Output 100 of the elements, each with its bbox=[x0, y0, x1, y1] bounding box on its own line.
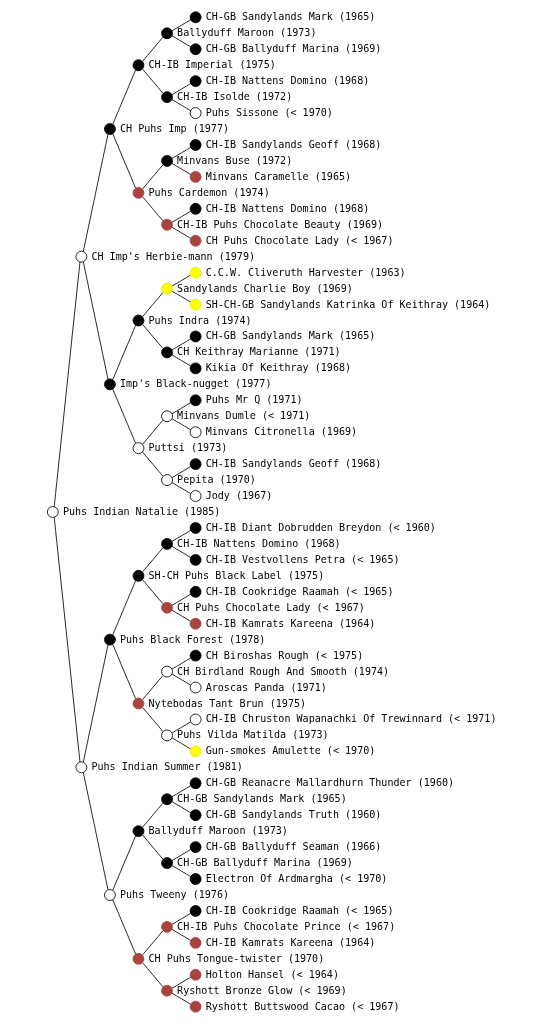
connector bbox=[82, 772, 109, 891]
node-label: Ryshott Buttswood Cacao (< 1967) bbox=[205, 1000, 400, 1012]
node-label: Pepita (1970) bbox=[177, 474, 256, 486]
node-label: Gun-smokes Amulette (< 1970) bbox=[205, 745, 376, 757]
node-label: Minvans Citronella (1969) bbox=[205, 426, 358, 438]
node-circle bbox=[132, 59, 145, 72]
connector bbox=[171, 226, 192, 239]
connector bbox=[171, 354, 192, 367]
connector bbox=[112, 580, 137, 636]
node-circle bbox=[104, 633, 116, 646]
node-label: Puhs Mr Q (1971) bbox=[205, 394, 303, 406]
node-label: CH Keithray Marianne (1971) bbox=[177, 346, 341, 358]
node-label: Minvans Buse (1972) bbox=[177, 154, 293, 166]
node-circle bbox=[189, 905, 202, 917]
connector bbox=[142, 707, 164, 732]
node-circle bbox=[161, 601, 173, 614]
connector bbox=[112, 835, 137, 891]
connector bbox=[171, 210, 192, 223]
node-label: Sandylands Charlie Boy (1969) bbox=[177, 282, 353, 294]
node-label: CH Puhs Chocolate Lady (< 1967) bbox=[177, 601, 365, 613]
node-circle bbox=[161, 155, 173, 167]
node-circle bbox=[161, 921, 173, 933]
node-label: CH-GB Sandylands Mark (1965) bbox=[205, 11, 376, 23]
connector bbox=[171, 849, 192, 861]
connector bbox=[142, 36, 164, 62]
connector bbox=[53, 261, 81, 508]
node-circle bbox=[189, 394, 202, 407]
node-circle bbox=[132, 697, 145, 710]
node-circle bbox=[189, 266, 202, 279]
node-label: Imp's Black-nugget (1977) bbox=[120, 378, 272, 390]
connector bbox=[171, 35, 192, 48]
node-circle bbox=[189, 1000, 202, 1013]
node-circle bbox=[161, 218, 173, 231]
connector bbox=[112, 69, 137, 125]
node-circle bbox=[132, 187, 145, 199]
connector bbox=[171, 912, 192, 925]
node-label: CH Biroshas Rough (< 1975) bbox=[205, 649, 364, 661]
node-circle bbox=[189, 362, 202, 375]
node-label: Puhs Indian Natalie (1985) bbox=[62, 506, 221, 518]
node-circle bbox=[189, 490, 202, 502]
node-label: Ballyduff Maroon (1973) bbox=[177, 27, 317, 39]
node-circle bbox=[189, 43, 202, 56]
connector bbox=[171, 83, 192, 96]
node-circle bbox=[75, 761, 88, 774]
node-circle bbox=[189, 585, 202, 598]
connector bbox=[171, 529, 192, 542]
node-label: CH Puhs Tongue-twister (1970) bbox=[148, 952, 325, 964]
connector bbox=[53, 516, 81, 763]
connector bbox=[112, 644, 137, 700]
node-label: Puhs Indian Summer (1981) bbox=[91, 761, 243, 773]
node-circle bbox=[189, 234, 202, 247]
node-circle bbox=[46, 506, 59, 518]
node-label: CH Puhs Imp (1977) bbox=[120, 123, 230, 135]
connector bbox=[171, 673, 192, 686]
node-label: Electron Of Ardmargha (< 1970) bbox=[205, 873, 388, 885]
node-circle bbox=[161, 665, 173, 678]
node-label: CH-GB Sandylands Mark (1965) bbox=[177, 793, 347, 805]
connector bbox=[171, 657, 192, 670]
connector bbox=[112, 324, 137, 380]
node-circle bbox=[189, 75, 202, 88]
node-label: CH Puhs Chocolate Lady (< 1967) bbox=[205, 234, 394, 246]
node-circle bbox=[189, 202, 202, 215]
node-circle bbox=[189, 809, 202, 822]
node-label: CH-IB Nattens Domino (1968) bbox=[177, 537, 341, 549]
node-label: Holton Hansel (< 1964) bbox=[205, 968, 339, 980]
node-label: CH-IB Diant Dobrudden Breydon (< 1960) bbox=[205, 521, 436, 533]
node-circle bbox=[189, 554, 202, 566]
connector bbox=[112, 388, 137, 444]
connector bbox=[142, 547, 164, 573]
node-circle bbox=[161, 282, 173, 295]
node-label: Aroscas Panda (1971) bbox=[205, 681, 327, 693]
node-label: Puhs Sissone (< 1970) bbox=[205, 107, 333, 119]
connector bbox=[171, 19, 192, 32]
node-label: CH-IB Cookridge Raamah (< 1965) bbox=[205, 585, 394, 597]
node-label: CH-GB Ballyduff Marina (1969) bbox=[205, 43, 382, 55]
node-circle bbox=[104, 378, 116, 391]
connector bbox=[171, 147, 192, 159]
node-circle bbox=[189, 298, 202, 311]
node-circle bbox=[189, 777, 202, 790]
connector bbox=[112, 133, 137, 189]
node-label: CH-IB Isolde (1972) bbox=[177, 91, 293, 103]
node-circle bbox=[132, 952, 145, 965]
node-label: CH-IB Nattens Domino (1968) bbox=[205, 75, 370, 87]
node-label: Puhs Black Forest (1978) bbox=[120, 633, 266, 645]
connector bbox=[142, 324, 164, 349]
connector bbox=[142, 419, 164, 445]
node-circle bbox=[161, 793, 173, 806]
connector bbox=[82, 261, 109, 380]
connector bbox=[171, 546, 192, 558]
node-label: SH-CH Puhs Black Label (1975) bbox=[148, 569, 325, 581]
node-circle bbox=[161, 474, 173, 486]
node-label: Puhs Vilda Matilda (1973) bbox=[177, 729, 329, 741]
node-label: CH-IB Vestvollens Petra (< 1965) bbox=[205, 553, 400, 565]
connector bbox=[142, 196, 164, 222]
node-label: CH-GB Reanacre Mallardhurn Thunder (1960) bbox=[205, 777, 455, 789]
node-label: CH-GB Sandylands Truth (1960) bbox=[205, 809, 382, 821]
node-label: Ryshott Bronze Glow (< 1969) bbox=[177, 984, 347, 996]
connector bbox=[82, 133, 109, 252]
node-circle bbox=[161, 27, 173, 40]
node-label: Minvans Caramelle (1965) bbox=[205, 170, 352, 182]
